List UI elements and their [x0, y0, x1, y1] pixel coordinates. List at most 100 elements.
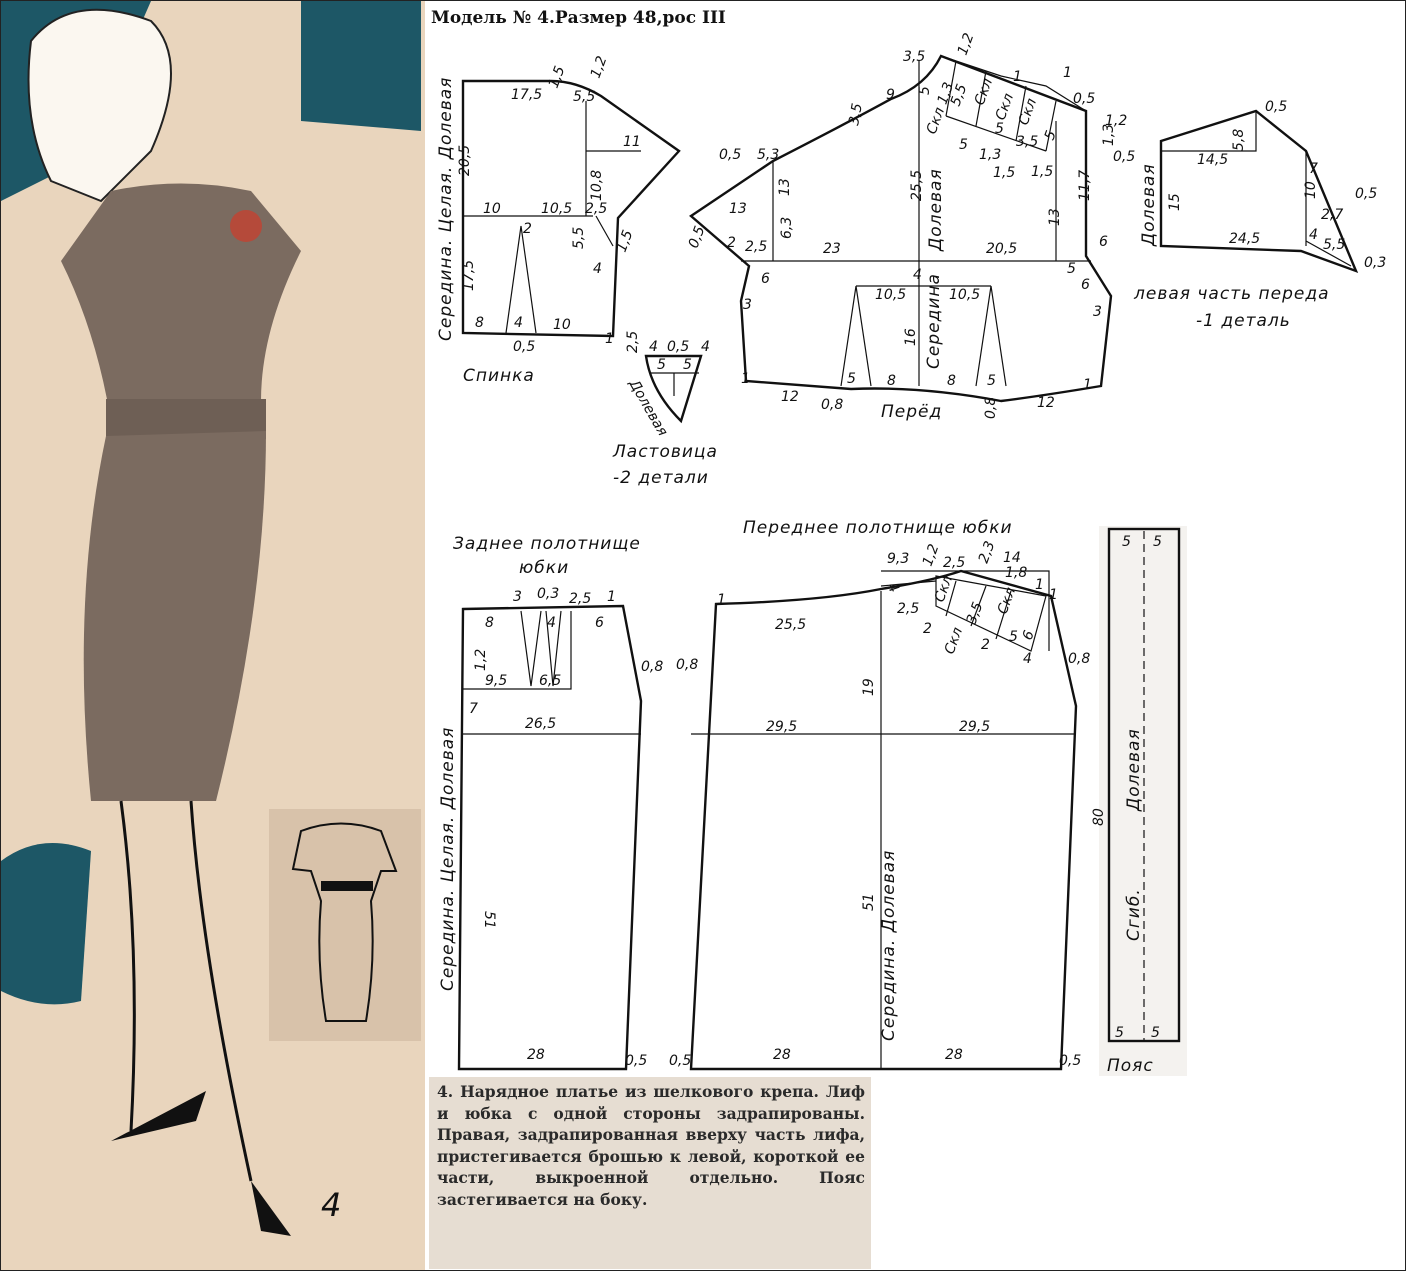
back-skirt-dimension: 1 — [607, 589, 616, 605]
front-skirt-dimension: 0,5 — [669, 1053, 691, 1069]
front-bodice-dimension: Скл — [1016, 96, 1040, 127]
front-skirt-dimension: 1,2 — [920, 542, 943, 568]
left-front-dimension: 24,5 — [1229, 231, 1260, 247]
back-skirt-dimension: 6 — [595, 615, 604, 631]
front-bodice-dimension: 1,2 — [955, 31, 978, 57]
front-skirt-dimension: 2 — [923, 621, 932, 637]
gusset-piece — [644, 354, 703, 424]
back-skirt-dimension: 7 — [469, 701, 478, 717]
front-bodice-dimension: 5 — [995, 121, 1004, 137]
back-skirt-dimension: 0,3 — [537, 586, 559, 602]
gusset-dimension: 4 — [649, 339, 658, 355]
left-front-piece — [1159, 109, 1359, 274]
left-front-dimension: 4 — [1309, 227, 1318, 243]
front-bodice-dimension: 0,5 — [719, 147, 741, 163]
front-bodice-dimension: 5,5 — [948, 82, 971, 108]
belt-grain: Долевая — [1124, 728, 1144, 812]
front-bodice-dimension: 0,5 — [1113, 149, 1135, 165]
back-skirt-dimension: 26,5 — [525, 716, 556, 732]
front-bodice-dimension: 1,2 — [1105, 113, 1127, 129]
back-bodice-dimension: 17,5 — [511, 87, 542, 103]
front-bodice-dimension: 6 — [1081, 277, 1090, 293]
front-bodice-dimension: 0,8 — [821, 397, 843, 413]
front-skirt-dimension: 5 — [1009, 629, 1018, 645]
front-bodice-dimension: 2 — [727, 235, 736, 251]
back-skirt-dimension: 0,5 — [625, 1053, 647, 1069]
front-bodice-dimension: 1,3 — [979, 147, 1001, 163]
front-bodice-dimension: 5 — [917, 86, 933, 95]
front-skirt-dimension: 1 — [717, 592, 726, 608]
front-skirt-dimension: 4 — [884, 580, 902, 596]
fashion-illustration: 4 — [1, 1, 425, 1270]
front-bodice-dimension: 8 — [947, 373, 956, 389]
front-bodice-dimension: 6,3 — [779, 217, 795, 239]
front-bodice-dimension: 25,5 — [909, 170, 925, 201]
skirt-shape — [83, 431, 267, 801]
front-bodice-dimension: 0,5 — [1073, 91, 1095, 107]
shoe-right — [251, 1181, 291, 1236]
front-bodice-dimension: 0,8 — [983, 397, 999, 419]
front-bodice-label: Перёд — [881, 402, 942, 422]
front-bodice-dimension: 12 — [781, 389, 799, 405]
back-bodice-dimension: 10 — [553, 317, 571, 333]
back-skirt-dimension: 9,5 — [485, 673, 507, 689]
gusset-dimension: 5 — [683, 357, 692, 373]
front-bodice-dimension: 13 — [777, 178, 793, 196]
back-skirt-label-2: юбки — [519, 558, 569, 578]
back-skirt-dimension: 51 — [481, 911, 497, 929]
front-skirt-dimension: 28 — [945, 1047, 963, 1063]
hair-shape — [27, 8, 172, 203]
left-front-dimension: 0,5 — [1265, 99, 1287, 115]
front-skirt-dimension: 25,5 — [775, 617, 806, 633]
back-skirt-dimension: 4 — [547, 615, 556, 631]
back-bodice-piece — [461, 79, 681, 338]
back-bodice-dimension: 1,5 — [546, 64, 569, 90]
front-bodice-dimension: 3,5 — [1016, 134, 1038, 150]
front-skirt-dimension: 1 — [1035, 577, 1044, 593]
belt-dimension: 80 — [1091, 808, 1107, 826]
left-front-count: -1 деталь — [1196, 311, 1291, 331]
front-skirt-label: Переднее полотнище юбки — [743, 518, 1013, 538]
teal-shape-top — [1, 1, 421, 131]
front-bodice-dimension: 3,5 — [903, 49, 925, 65]
front-skirt-dimension: 3,5 — [964, 600, 987, 626]
front-skirt-dimension: 51 — [861, 893, 877, 911]
left-front-dimension: 7 — [1309, 161, 1318, 177]
front-skirt-dimension: 19 — [861, 678, 877, 696]
front-bodice-dimension: 3,5 — [846, 102, 866, 127]
front-bodice-dimension: 4 — [913, 267, 922, 283]
front-skirt-dimension: Скл — [942, 625, 966, 656]
back-bodice-dimension: 8 — [475, 315, 484, 331]
left-front-dimension: 0,5 — [1355, 186, 1377, 202]
belt-fold: Сгиб. — [1124, 888, 1144, 941]
left-front-dimension: 14,5 — [1197, 152, 1228, 168]
front-bodice-dimension: 10,5 — [875, 287, 906, 303]
front-bodice-dimension: 0,5 — [686, 224, 709, 250]
back-bodice-dimension: 10,5 — [541, 201, 572, 217]
front-bodice-dimension: 12 — [1037, 395, 1055, 411]
front-bodice-dimension: 6 — [761, 271, 770, 287]
front-bodice-dimension: 5 — [1067, 261, 1076, 277]
front-skirt-dimension: 1,8 — [1005, 565, 1027, 581]
front-skirt-dimension: 6 — [1020, 628, 1038, 642]
front-skirt-grain: Середина. Долевая — [879, 850, 899, 1041]
back-skirt-dimension: 3 — [513, 589, 522, 605]
gusset-grain: Долевая — [625, 376, 671, 439]
front-bodice-dimension: 1,5 — [1031, 164, 1053, 180]
belt-piece — [1099, 526, 1187, 1076]
front-bodice-dimension: 5 — [847, 371, 856, 387]
belt-label: Пояс — [1107, 1056, 1154, 1076]
model-number: 4 — [321, 1186, 341, 1224]
back-skirt-label-1: Заднее полотнище — [453, 534, 641, 554]
back-bodice-dimension: 5,5 — [571, 227, 587, 249]
back-bodice-dimension: 1,2 — [588, 54, 611, 80]
front-skirt-dimension: 28 — [773, 1047, 791, 1063]
back-skirt-dimension: 28 — [527, 1047, 545, 1063]
left-front-dimension: 5,5 — [1323, 237, 1345, 253]
back-skirt-dimension: 0,8 — [641, 659, 663, 675]
front-bodice-dimension: 1 — [1063, 65, 1072, 81]
back-bodice-dimension: 10 — [483, 201, 501, 217]
back-bodice-dimension: 1 — [605, 331, 614, 347]
